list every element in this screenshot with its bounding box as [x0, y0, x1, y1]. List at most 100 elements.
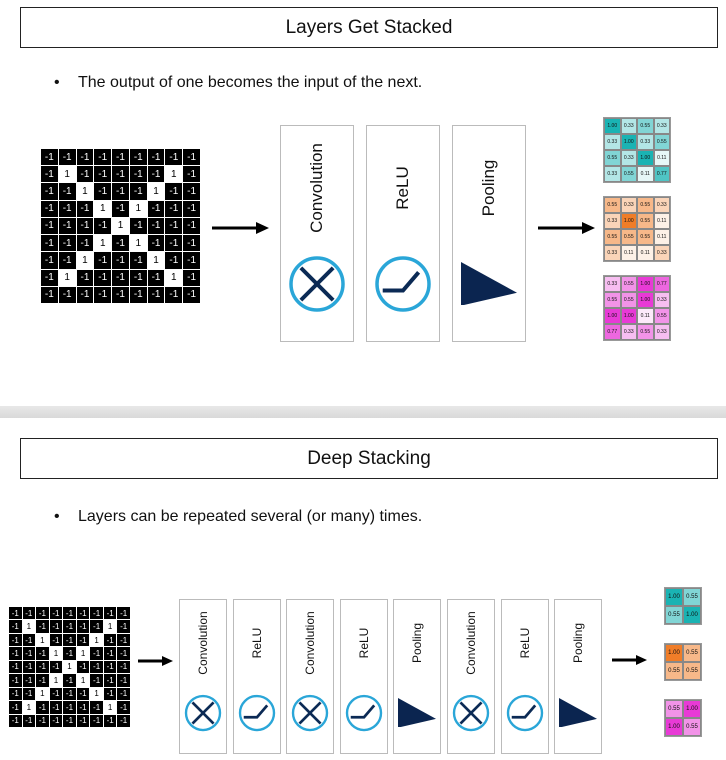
feature-cell: 1.00: [637, 150, 654, 166]
layer-panel-relu: ReLU: [339, 599, 388, 754]
layer-panel-convolution: Convolution: [179, 599, 227, 754]
pixel-cell: -1: [49, 714, 63, 727]
layer-label: Pooling: [479, 159, 498, 217]
layer-label: ReLU: [393, 166, 412, 210]
pixel-cell: -1: [94, 252, 112, 269]
pixel-cell: -1: [112, 269, 129, 286]
pixel-cell: -1: [165, 252, 183, 269]
feature-cell: 0.55: [620, 276, 637, 292]
pixel-cell: -1: [129, 166, 147, 183]
conv-x-icon: [289, 256, 345, 317]
pixel-cell: -1: [41, 200, 58, 217]
pool-triangle-icon: [559, 697, 598, 733]
feature-cell: 0.33: [620, 118, 637, 134]
feature-cell: 0.33: [653, 245, 670, 261]
pixel-cell: -1: [36, 647, 49, 660]
pixel-cell: -1: [22, 633, 36, 647]
pixel-cell: -1: [41, 286, 58, 303]
layer-panel-relu: ReLU: [500, 599, 549, 754]
arrow-right-icon: [138, 656, 173, 666]
pixel-cell: -1: [94, 269, 112, 286]
layer-panel-convolution: Convolution: [280, 125, 354, 342]
feature-cell: 0.11: [653, 213, 670, 229]
pixel-cell: 1: [90, 633, 103, 647]
relu-icon: [345, 694, 383, 737]
pixel-cell: -1: [58, 235, 76, 252]
layer-panel-convolution: Convolution: [447, 599, 495, 754]
pixel-cell: -1: [76, 660, 90, 674]
pixel-cell: -1: [76, 200, 94, 217]
feature-cell: 0.55: [683, 718, 701, 736]
feature-cell: 0.33: [604, 245, 621, 261]
pixel-cell: -1: [90, 647, 103, 660]
feature-cell: 0.11: [637, 308, 654, 324]
feature-cell: 0.55: [653, 308, 670, 324]
pixel-cell: 1: [76, 647, 90, 660]
pixel-cell: -1: [36, 660, 49, 674]
feature-cell: 0.55: [637, 118, 654, 134]
pixel-cell: -1: [58, 252, 76, 269]
pixel-cell: 1: [94, 235, 112, 252]
feature-cell: 0.55: [604, 150, 621, 166]
layer-label: Convolution: [196, 611, 210, 675]
pixel-cell: -1: [147, 217, 165, 235]
slide2-bullet-text: Layers can be repeated several (or many)…: [78, 508, 423, 525]
feature-cell: 0.55: [665, 700, 683, 718]
pixel-cell: -1: [58, 183, 76, 200]
pixel-cell: 1: [90, 687, 103, 701]
pixel-cell: -1: [103, 633, 117, 647]
pixel-cell: -1: [9, 714, 22, 727]
pixel-cell: -1: [49, 620, 63, 633]
feature-cell: 0.33: [620, 324, 637, 340]
feature-cell: 0.33: [653, 324, 670, 340]
pixel-cell: -1: [41, 269, 58, 286]
arrow-right-icon: [212, 222, 269, 234]
pixel-cell: -1: [94, 286, 112, 303]
feature-cell: 0.11: [637, 166, 654, 182]
pixel-cell: 1: [58, 166, 76, 183]
pixel-cell: -1: [49, 633, 63, 647]
slide1-title: Layers Get Stacked: [20, 7, 718, 48]
pixel-cell: -1: [41, 183, 58, 200]
pixel-cell: 1: [22, 620, 36, 633]
pool-triangle-icon: [461, 261, 517, 311]
feature-cell: 0.55: [665, 662, 683, 680]
pixel-cell: -1: [76, 166, 94, 183]
layer-label: ReLU: [356, 627, 371, 659]
layer-panel-pooling: Pooling: [393, 599, 442, 754]
arrow-right-icon: [538, 222, 595, 234]
pixel-cell: -1: [22, 687, 36, 701]
pixel-cell: -1: [112, 183, 129, 200]
pixel-cell: -1: [9, 607, 22, 620]
feature-cell: 1.00: [620, 213, 637, 229]
pixel-cell: -1: [63, 607, 76, 620]
feature-cell: 0.33: [604, 276, 621, 292]
slide1-bullet: •The output of one becomes the input of …: [54, 74, 422, 92]
pixel-cell: -1: [49, 687, 63, 701]
pixel-cell: -1: [147, 149, 165, 166]
feature-cell: 1.00: [665, 718, 683, 736]
pixel-cell: -1: [63, 620, 76, 633]
feature-cell: 0.33: [604, 166, 621, 182]
pixel-cell: -1: [183, 166, 200, 183]
pixel-cell: -1: [103, 607, 117, 620]
pool-triangle-icon: [398, 697, 437, 733]
pixel-cell: -1: [112, 286, 129, 303]
relu-icon: [375, 256, 431, 317]
layer-label: Convolution: [303, 611, 318, 675]
layer-panel-convolution: Convolution: [286, 599, 335, 754]
pixel-cell: -1: [41, 217, 58, 235]
pixel-cell: -1: [112, 235, 129, 252]
pixel-cell: -1: [76, 607, 90, 620]
pixel-cell: -1: [117, 660, 130, 674]
pixel-cell: -1: [117, 607, 130, 620]
pixel-cell: 1: [58, 269, 76, 286]
feature-cell: 1.00: [683, 700, 701, 718]
pixel-cell: -1: [165, 217, 183, 235]
pixel-cell: -1: [165, 286, 183, 303]
pixel-cell: -1: [58, 200, 76, 217]
pixel-cell: 1: [103, 701, 117, 714]
